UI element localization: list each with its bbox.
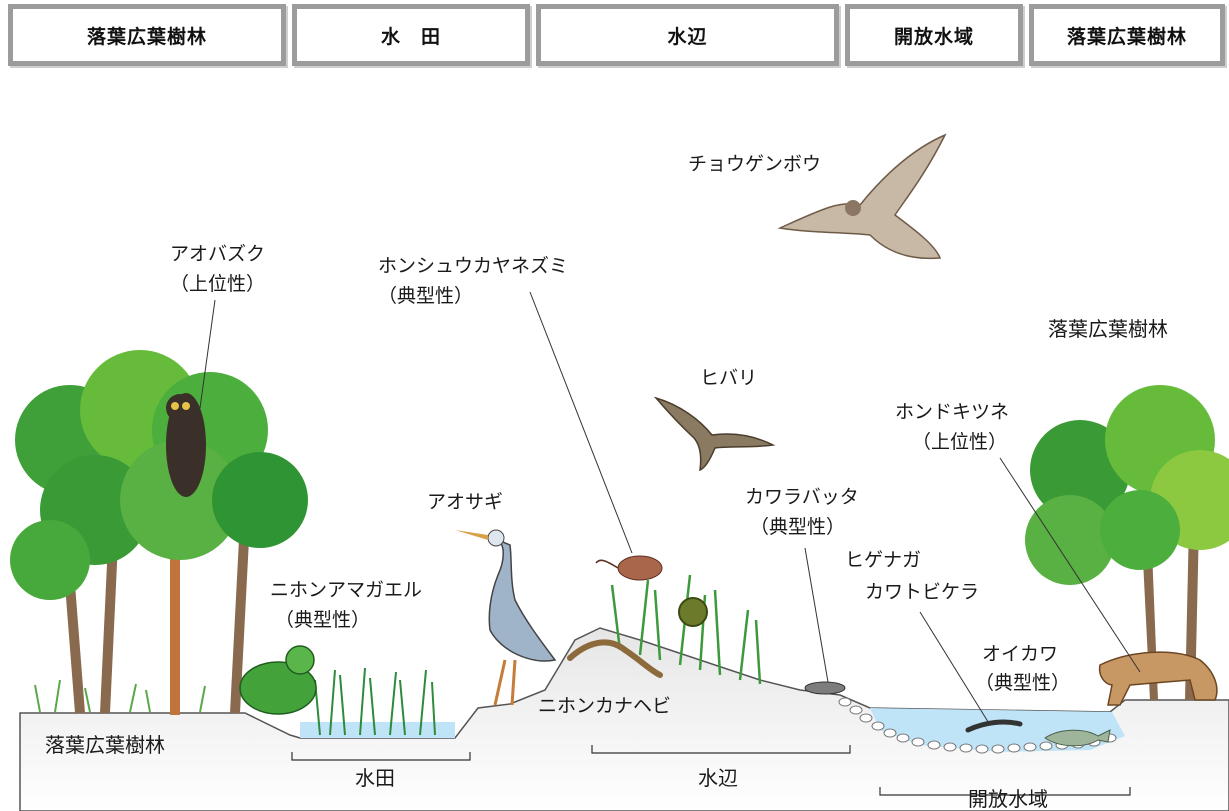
mouse-nest	[678, 597, 708, 627]
zone-header-waterside: 水辺	[536, 4, 839, 66]
fish-role-label: （典型性）	[975, 672, 1070, 694]
grasshopper-illustration	[804, 681, 846, 695]
lark-illustration	[653, 396, 776, 472]
left-forest	[10, 350, 308, 715]
zone-label-open-water: 開放水域	[968, 787, 1048, 811]
fox-role-label: （上位性）	[912, 431, 1007, 453]
zone-label-forest-right: 落葉広葉樹林	[1048, 317, 1168, 341]
zone-label-waterside: 水辺	[698, 766, 738, 790]
lizard-illustration	[567, 639, 663, 678]
heron-name-label: アオサギ	[427, 491, 503, 513]
frog-role-label: （典型性）	[275, 609, 370, 631]
right-forest	[1025, 385, 1229, 700]
mouse-role-label: （典型性）	[378, 285, 473, 307]
fox-name-label: ホンドキツネ	[895, 401, 1009, 423]
owl-role-label: （上位性）	[170, 273, 265, 295]
lark-name-label: ヒバリ	[700, 367, 757, 389]
zone-header-forest-left: 落葉広葉樹林	[8, 4, 286, 66]
mouse-illustration	[595, 555, 663, 581]
grasshopper-role-label: （典型性）	[750, 516, 845, 538]
caddisfly-line1-label: ヒゲナガ	[845, 549, 921, 571]
fox-illustration	[1098, 651, 1218, 706]
zone-header-forest-right: 落葉広葉樹林	[1029, 4, 1225, 66]
grasshopper-name-label: カワラバッタ	[745, 486, 859, 508]
caddisfly-illustration	[965, 719, 1023, 733]
owl-name-label: アオバズク	[170, 243, 265, 265]
paddy-water	[300, 722, 455, 738]
fish-name-label: オイカワ	[982, 643, 1058, 665]
kestrel-name-label: チョウゲンボウ	[688, 153, 821, 175]
zone-header-paddy: 水 田	[292, 4, 530, 66]
leader-lines	[199, 291, 1141, 726]
zone-label-forest-left: 落葉広葉樹林	[45, 733, 165, 757]
zone-label-paddy: 水田	[355, 766, 395, 790]
caddisfly-line2-label: カワトビケラ	[865, 581, 979, 603]
zone-header-open-water: 開放水域	[845, 4, 1023, 66]
heron-illustration	[455, 529, 557, 706]
zone-braces	[291, 745, 1131, 796]
frog-name-label: ニホンアマガエル	[270, 579, 422, 601]
lizard-name-label: ニホンカナヘビ	[538, 695, 671, 717]
mouse-name-label: ホンシュウカヤネズミ	[378, 255, 568, 277]
owl-illustration	[166, 393, 206, 497]
frog-illustration	[239, 645, 317, 715]
forest-grass	[34, 679, 206, 713]
fish-illustration	[1044, 729, 1111, 747]
kestrel-illustration	[777, 133, 947, 260]
